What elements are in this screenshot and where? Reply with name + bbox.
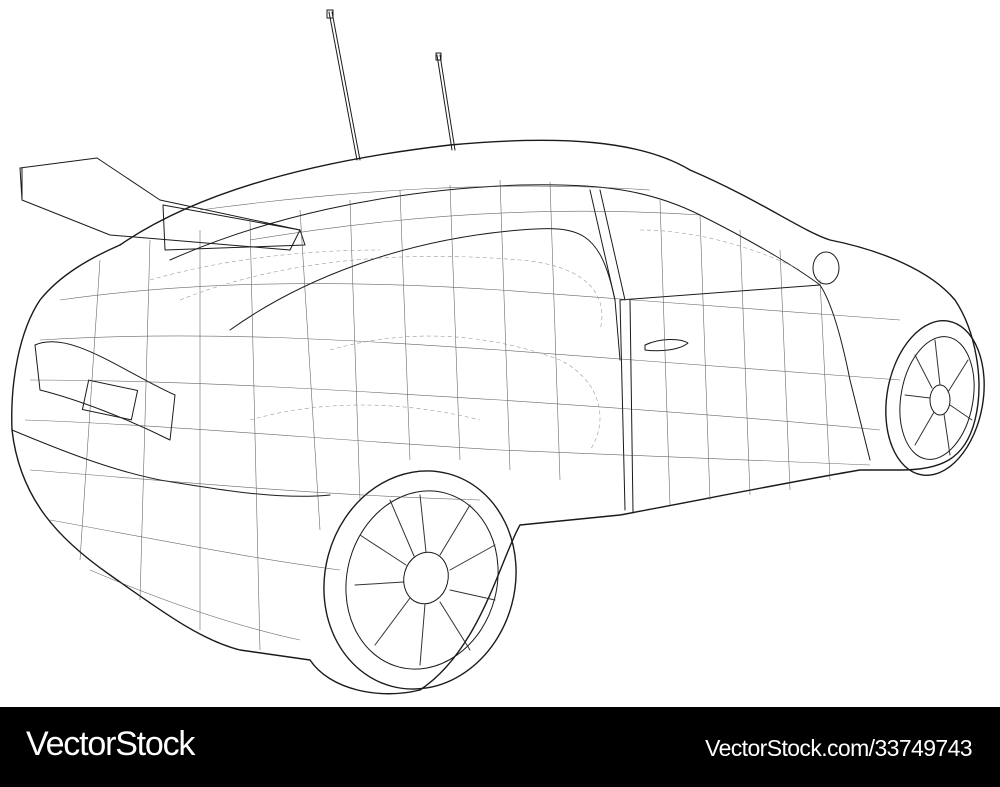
antenna-icon <box>326 9 456 161</box>
rear-wing <box>19 157 306 251</box>
car-wireframe-svg <box>11 9 985 695</box>
watermark-footer-bar: VectorStock VectorStock.com/33749743 <box>0 707 1000 787</box>
brand-logo-text: VectorStock <box>26 725 195 763</box>
side-mirror <box>812 251 840 285</box>
stock-id-link: VectorStock.com/33749743 <box>705 735 972 761</box>
rear-wheel <box>323 470 517 690</box>
car-wireframe-illustration <box>11 9 985 695</box>
mesh-grid <box>24 179 901 651</box>
front-wheel <box>885 320 985 476</box>
license-plate <box>81 379 139 421</box>
door-handle <box>644 339 689 352</box>
hidden-lines <box>149 229 801 451</box>
